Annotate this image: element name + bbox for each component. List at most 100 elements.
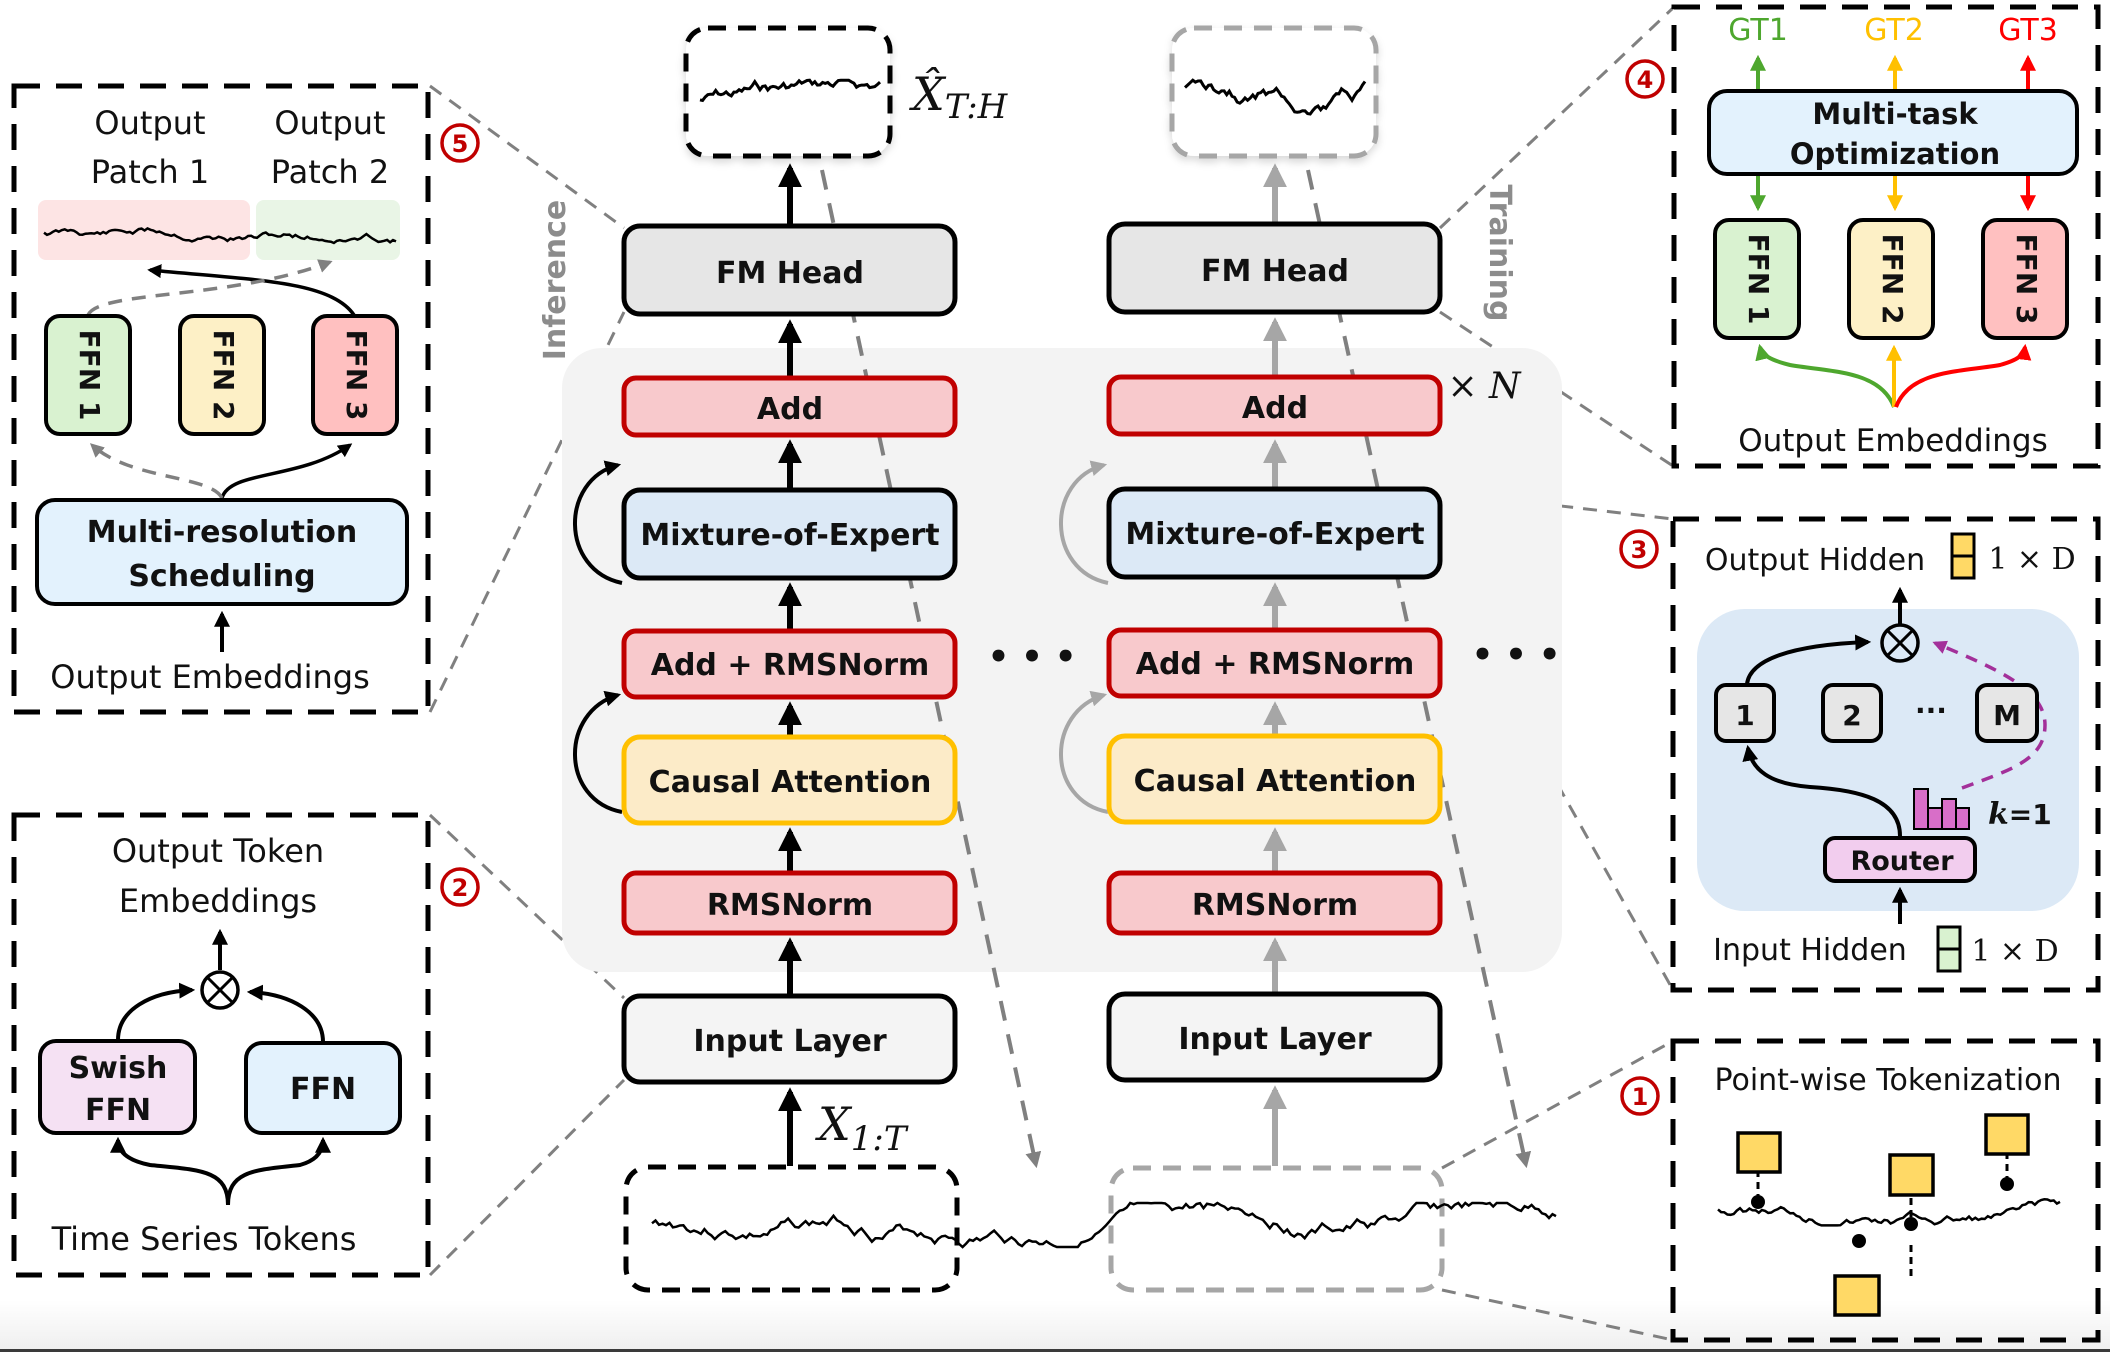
panel-5-multi-resolution: 5 Output Patch 1 Output Patch 2 FFN 1 FF… bbox=[11, 83, 480, 715]
panel4-ffn1-box bbox=[1713, 218, 1801, 340]
panel-3-badge bbox=[1619, 529, 1659, 569]
panel-1-badge-number: 1 bbox=[1632, 1083, 1649, 1111]
gt1-label: GT1 bbox=[1728, 13, 1788, 48]
guide-5-top bbox=[429, 84, 625, 230]
expert-m-label: M bbox=[1993, 699, 2021, 732]
moe-box bbox=[621, 487, 958, 581]
input-symbol: X1:T bbox=[815, 1097, 909, 1159]
ffn1-to-patch2-arrow bbox=[86, 259, 333, 317]
emb-to-ffn1-arrow bbox=[1755, 343, 1896, 408]
panel5-ffn2-label: FFN 2 bbox=[207, 330, 240, 421]
panel5-ffn3-label: FFN 3 bbox=[340, 330, 373, 421]
input-series-box bbox=[623, 1164, 960, 1293]
rmsnorm-label: RMSNorm bbox=[707, 888, 873, 923]
guide-1-top bbox=[1441, 1039, 1674, 1170]
causal-attention-box bbox=[621, 734, 958, 826]
ffn3-to-patch1-arrow bbox=[147, 264, 356, 317]
panel-4-multi-task: 4 GT1 GT2 GT3 Multi-task Optimization FF… bbox=[1625, 4, 2101, 469]
forecast-symbol: X̂T:H bbox=[909, 67, 1009, 127]
gt2-label: GT2 bbox=[1864, 13, 1924, 48]
panel5-ffn2-box bbox=[178, 314, 266, 436]
training-series-box bbox=[1108, 1165, 1445, 1293]
expert1-to-op-arrow bbox=[1745, 634, 1872, 685]
panel-5-badge bbox=[440, 123, 480, 163]
panel-5-frame bbox=[11, 83, 431, 715]
panel4-output-embeddings-label: Output Embeddings bbox=[1738, 423, 2048, 459]
expert-2-label: 2 bbox=[1842, 699, 1861, 732]
guide-1-bottom bbox=[1441, 1288, 1674, 1342]
layer-ellipsis-right: • • • bbox=[1472, 635, 1561, 675]
swish-ffn-box bbox=[38, 1039, 197, 1135]
patch-2-label-line2: Patch 2 bbox=[271, 153, 389, 191]
causal-attention-label-train: Causal Attention bbox=[1134, 764, 1417, 799]
expert-1-label: 1 bbox=[1735, 699, 1754, 732]
patch-series-line bbox=[43, 226, 397, 245]
emb-to-ffn3-arrow bbox=[1894, 343, 2032, 408]
add-label: Add bbox=[757, 392, 823, 427]
input-layer-label-train: Input Layer bbox=[1178, 1022, 1371, 1057]
expert-1-box bbox=[1714, 683, 1776, 743]
swish-to-op-arrow bbox=[116, 982, 196, 1041]
add-box-train bbox=[1106, 374, 1443, 437]
rmsnorm-box bbox=[621, 870, 958, 936]
input-layer-box-train bbox=[1106, 991, 1443, 1083]
repeat-n-label: × N bbox=[1447, 366, 1522, 407]
router-to-expert1-arrow bbox=[1742, 744, 1902, 837]
guide-3-top bbox=[1439, 490, 1674, 521]
training-label: Training bbox=[1482, 185, 1517, 322]
ffn-box bbox=[244, 1041, 402, 1135]
tokenization-title: Point-wise Tokenization bbox=[1714, 1063, 2061, 1098]
add-norm-box-train bbox=[1106, 627, 1443, 699]
panel5-ffn3-box bbox=[311, 314, 399, 436]
panel5-ffn1-box bbox=[44, 314, 132, 436]
panel-3-frame bbox=[1670, 516, 2101, 993]
panel-4-badge bbox=[1625, 59, 1665, 99]
panel4-ffn3-label: FFN 3 bbox=[2010, 234, 2043, 325]
time-series-tokens-label: Time Series Tokens bbox=[51, 1220, 357, 1258]
gate-weight-arrow bbox=[1932, 640, 2047, 790]
guide-2-bottom bbox=[428, 1078, 626, 1277]
guide-4-top bbox=[1438, 6, 1675, 230]
panel2-title-line2: Embeddings bbox=[119, 882, 317, 920]
panel4-ffn2-box bbox=[1847, 218, 1935, 340]
scheduling-label-line2: Scheduling bbox=[128, 559, 315, 594]
swish-ffn-label-line2: FFN bbox=[85, 1093, 151, 1128]
inference-label: Inference bbox=[538, 200, 573, 361]
patch-1-label-line1: Output bbox=[94, 104, 205, 142]
add-norm-label: Add + RMSNorm bbox=[651, 648, 930, 683]
forecast-series-box bbox=[683, 25, 893, 159]
patch-1-label-line2: Patch 1 bbox=[91, 153, 209, 191]
multi-task-optimization-box bbox=[1707, 89, 2079, 176]
input-layer-label: Input Layer bbox=[693, 1024, 886, 1059]
ffn-label: FFN bbox=[290, 1072, 356, 1107]
fm-head-label-train: FM Head bbox=[1201, 254, 1349, 289]
top-k-label: k=1 bbox=[1988, 797, 2052, 832]
output-hidden-label: Output Hidden bbox=[1705, 543, 1925, 578]
token-point-2 bbox=[1852, 1234, 1866, 1248]
sched-to-ffn3-arrow bbox=[220, 443, 353, 499]
panel-2-ffn-gating: 2 Output Token Embeddings Swish FFN FFN … bbox=[11, 812, 480, 1278]
gt3-label: GT3 bbox=[1998, 13, 2058, 48]
panel-2-badge bbox=[440, 867, 480, 907]
panel-3-moe-router: 3 Output Hidden 1 × D 1 2 ··· M k=1 Rout… bbox=[1619, 516, 2101, 993]
panel-5-badge-number: 5 bbox=[452, 130, 469, 158]
moe-label: Mixture-of-Expert bbox=[640, 518, 939, 553]
optimization-label-line1: Multi-task bbox=[1812, 97, 1978, 131]
swish-ffn-label-line1: Swish bbox=[69, 1051, 168, 1086]
add-box bbox=[621, 375, 958, 438]
token-point-4 bbox=[2000, 1177, 2014, 1191]
add-norm-box bbox=[621, 628, 958, 700]
fm-head-label: FM Head bbox=[716, 256, 864, 291]
bottom-edge bbox=[0, 1349, 2110, 1352]
forecast-series-line bbox=[699, 78, 882, 103]
residual-arrow-attn-train bbox=[1059, 690, 1109, 814]
panel-2-badge-number: 2 bbox=[452, 874, 469, 902]
panel-4-frame bbox=[1671, 4, 2101, 469]
expert-ellipsis: ··· bbox=[1915, 694, 1947, 727]
panel-2-frame bbox=[11, 812, 431, 1278]
causal-attention-label: Causal Attention bbox=[649, 765, 932, 800]
panel-4-badge-number: 4 bbox=[1637, 66, 1654, 94]
panel5-output-embeddings-label: Output Embeddings bbox=[50, 658, 370, 696]
moe-label-train: Mixture-of-Expert bbox=[1125, 517, 1424, 552]
input-layer-box bbox=[621, 993, 958, 1085]
